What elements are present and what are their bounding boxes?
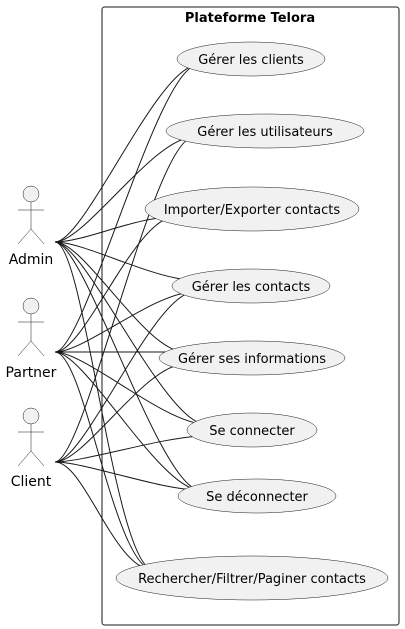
use-case-contacts[interactable]: Gérer les contacts — [171, 268, 331, 304]
association-client-contacts — [54, 291, 195, 463]
use-case-import[interactable]: Importer/Exporter contacts — [144, 186, 360, 232]
association-admin-users — [54, 136, 194, 243]
use-case-ellipse[interactable] — [186, 412, 318, 448]
use-case-ellipse[interactable] — [115, 555, 389, 601]
association-partner-clients — [54, 64, 198, 353]
actor-head — [22, 185, 40, 203]
system-boundary — [101, 6, 400, 626]
association-admin-infos — [54, 241, 186, 353]
association-partner-search — [54, 351, 155, 571]
association-partner-contacts — [54, 291, 195, 353]
use-case-label: Importer/Exporter contacts — [164, 203, 341, 218]
use-case-infos[interactable]: Gérer ses informations — [158, 340, 346, 376]
association-client-users — [54, 136, 194, 463]
use-case-label: Gérer les utilisateurs — [197, 125, 333, 140]
association-admin-login — [54, 241, 206, 425]
association-partner-logout — [54, 351, 201, 491]
associations — [54, 64, 206, 571]
actor-body — [17, 424, 45, 467]
actor-head — [22, 407, 40, 425]
association-admin-contacts — [54, 241, 195, 281]
association-admin-clients — [54, 64, 198, 243]
association-client-search — [54, 461, 155, 571]
use-case-ellipse[interactable] — [158, 340, 346, 376]
association-client-infos — [54, 363, 186, 463]
actor-body — [17, 314, 45, 357]
use-case-login[interactable]: Se connecter — [186, 412, 318, 448]
use-case-ellipse[interactable] — [171, 268, 331, 304]
association-admin-search — [54, 241, 155, 571]
actor-label: Admin — [9, 252, 54, 268]
use-case-label: Gérer ses informations — [178, 352, 326, 367]
actor-client[interactable]: Client — [11, 407, 52, 490]
system-title: Plateforme Telora — [185, 11, 315, 26]
use-case-ellipse[interactable] — [165, 113, 365, 149]
use-case-clients[interactable]: Gérer les clients — [176, 41, 326, 77]
actor-label: Partner — [6, 365, 57, 381]
actor-label: Client — [11, 474, 52, 490]
association-admin-logout — [54, 241, 201, 491]
association-client-logout — [54, 461, 201, 491]
actor-partner[interactable]: Partner — [6, 297, 57, 381]
association-partner-login — [54, 351, 206, 425]
use-case-ellipse[interactable] — [177, 478, 337, 514]
actor-body — [17, 202, 45, 245]
actor-admin[interactable]: Admin — [9, 185, 54, 268]
use-case-search[interactable]: Rechercher/Filtrer/Paginer contacts — [115, 555, 389, 601]
use-case-logout[interactable]: Se déconnecter — [177, 478, 337, 514]
use-case-label: Rechercher/Filtrer/Paginer contacts — [138, 572, 366, 587]
association-client-login — [54, 435, 206, 463]
use-case-users[interactable]: Gérer les utilisateurs — [165, 113, 365, 149]
actor-head — [22, 297, 40, 315]
use-case-ellipse[interactable] — [144, 186, 360, 232]
association-partner-import — [54, 216, 175, 353]
system-boundary-group: Plateforme Telora — [101, 6, 400, 626]
use-case-label: Se connecter — [209, 424, 295, 439]
use-case-label: Gérer les contacts — [192, 280, 311, 295]
use-case-label: Gérer les clients — [198, 53, 304, 68]
use-case-label: Se déconnecter — [206, 490, 308, 505]
use-case-ellipse[interactable] — [176, 41, 326, 77]
